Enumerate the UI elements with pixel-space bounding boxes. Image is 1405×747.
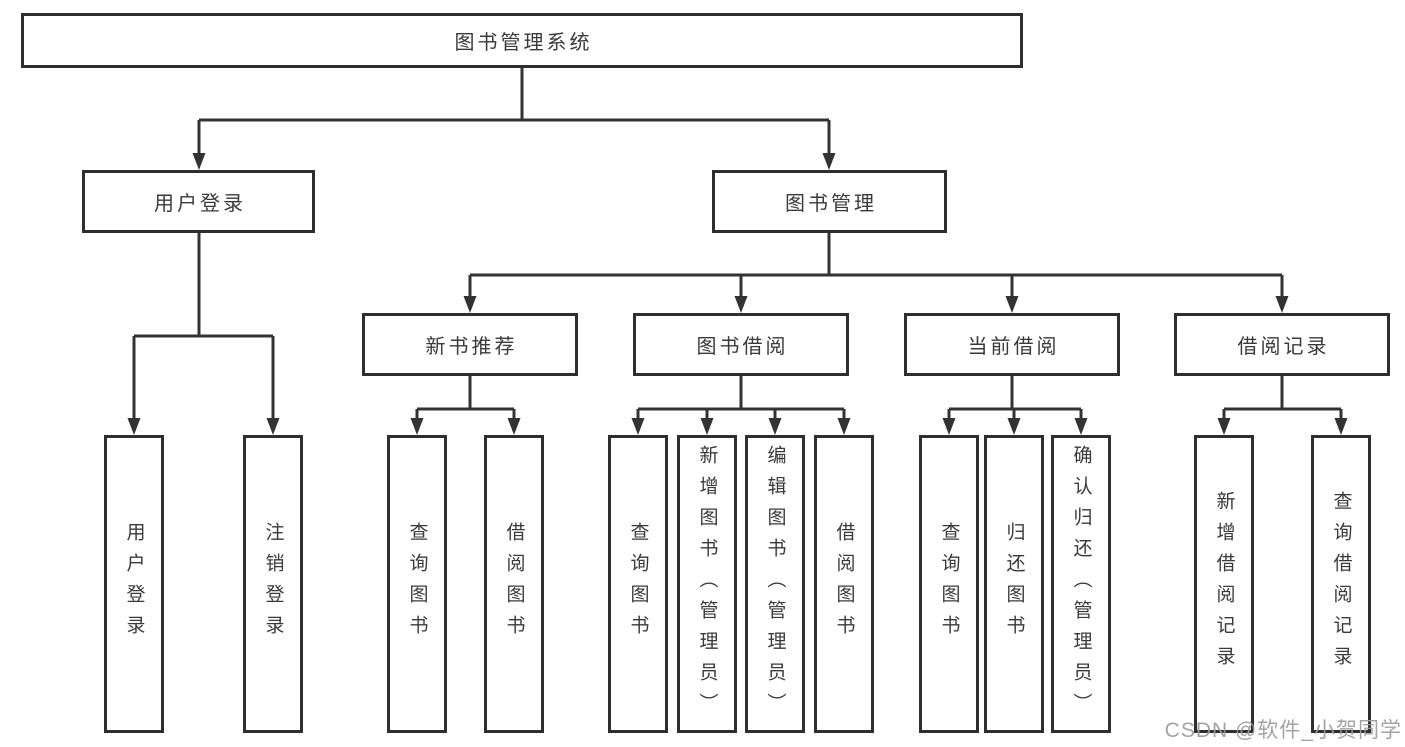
node-label: 当前借阅 <box>967 336 1060 358</box>
node-label: 编辑图书（管理员） <box>764 444 786 724</box>
node-leaf-query-borrow-record: 查询借阅记录 <box>1311 435 1371 733</box>
node-label: 用户登录 <box>154 193 246 215</box>
node-label: 新增借阅记录 <box>1213 491 1235 677</box>
node-label: 新书推荐 <box>425 336 518 358</box>
node-label: 确认归还（管理员） <box>1070 444 1092 724</box>
node-book-borrowing: 图书借阅 <box>633 313 849 376</box>
node-leaf-borrow-books-recommend: 借阅图书 <box>484 435 544 733</box>
node-label: 图书借阅 <box>696 336 789 358</box>
node-book-management: 图书管理 <box>712 170 947 233</box>
node-label: 注销登录 <box>262 522 284 646</box>
node-leaf-query-books-borrow: 查询图书 <box>608 435 668 733</box>
node-leaf-query-books-current: 查询图书 <box>919 435 979 733</box>
node-leaf-confirm-return-admin: 确认归还（管理员） <box>1051 435 1111 733</box>
node-leaf-add-books-admin: 新增图书（管理员） <box>677 435 737 733</box>
node-label: 用户登录 <box>123 522 145 646</box>
node-current-borrowing: 当前借阅 <box>904 313 1120 376</box>
node-label: 借阅图书 <box>833 522 855 646</box>
node-label: 查询图书 <box>938 522 960 646</box>
node-label: 新增图书（管理员） <box>696 444 718 724</box>
node-leaf-logout: 注销登录 <box>243 435 303 733</box>
node-label: 查询借阅记录 <box>1330 491 1352 677</box>
node-borrowing-records: 借阅记录 <box>1174 313 1390 376</box>
node-leaf-edit-books-admin: 编辑图书（管理员） <box>745 435 805 733</box>
node-library-system: 图书管理系统 <box>21 13 1023 68</box>
watermark-text: CSDN @软件_小贺同学 <box>1164 719 1402 742</box>
node-user-login: 用户登录 <box>82 170 315 233</box>
node-new-book-recommend: 新书推荐 <box>362 313 578 376</box>
node-label: 归还图书 <box>1003 522 1025 646</box>
node-leaf-return-books: 归还图书 <box>984 435 1044 733</box>
node-label: 查询图书 <box>627 522 649 646</box>
node-label: 借阅图书 <box>503 522 525 646</box>
node-leaf-user-login: 用户登录 <box>104 435 164 733</box>
node-leaf-query-books-recommend: 查询图书 <box>387 435 447 733</box>
node-leaf-add-borrow-record: 新增借阅记录 <box>1194 435 1254 733</box>
node-label: 借阅记录 <box>1237 336 1330 358</box>
node-leaf-borrow-books: 借阅图书 <box>814 435 874 733</box>
node-label: 图书管理系统 <box>454 32 593 54</box>
node-label: 查询图书 <box>406 522 428 646</box>
node-label: 图书管理 <box>785 193 877 215</box>
